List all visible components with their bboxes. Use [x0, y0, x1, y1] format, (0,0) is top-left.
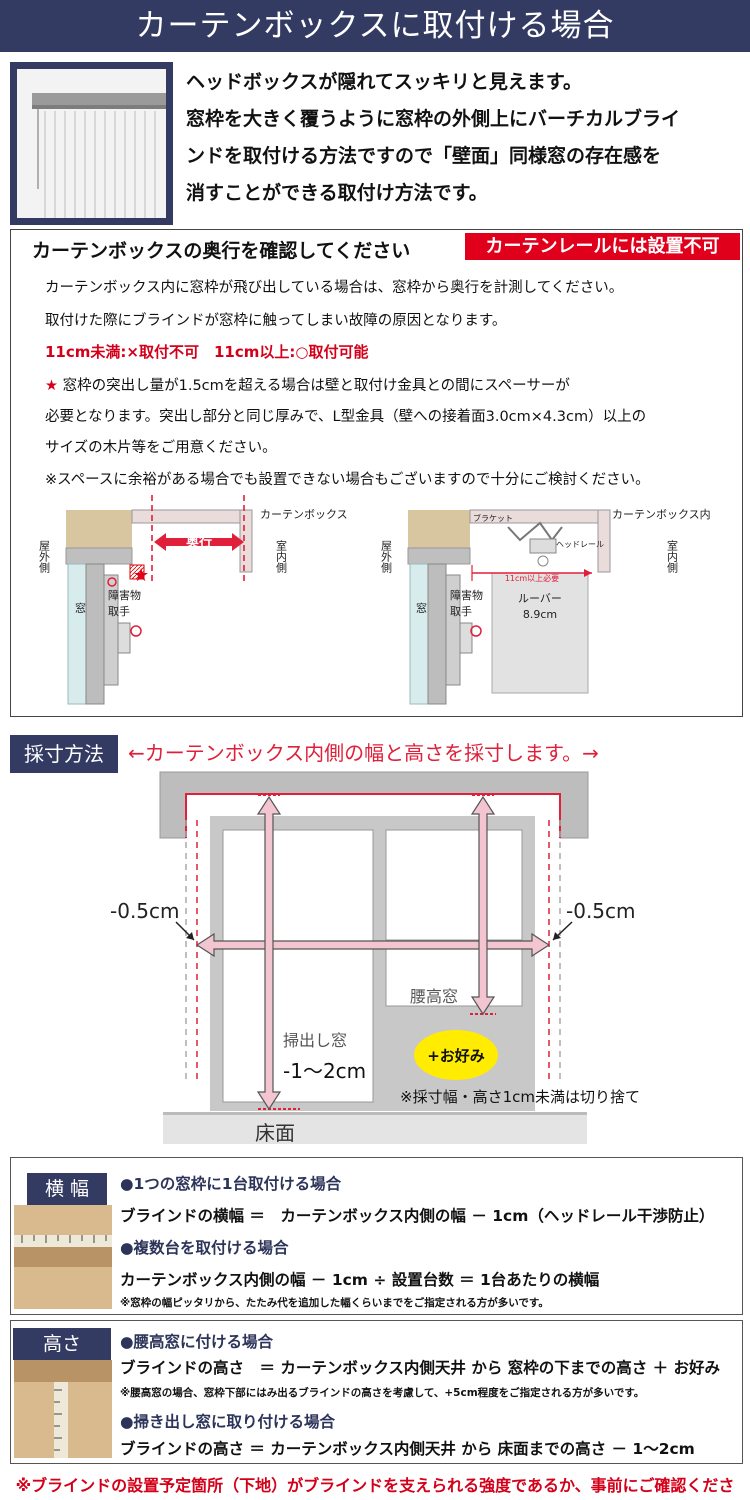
- indoor-label: 室内側: [666, 539, 679, 573]
- check-text: 必要となります。突出し部分と同じ厚みで、L型金具（壁への接着面3.0cm×4.3…: [45, 409, 647, 425]
- page-title: カーテンボックスに取付ける場合: [0, 0, 750, 52]
- height-spec-heading: ●掃き出し窓に取り付ける場合: [120, 1413, 336, 1431]
- star-icon: ★: [45, 378, 58, 394]
- rail-not-allowed-badge: カーテンレールには設置不可: [465, 233, 740, 260]
- handle-label: 取手: [108, 604, 130, 618]
- measure-caption: ←カーテンボックス内側の幅と高さを採寸します。→: [128, 741, 599, 765]
- width-spec-heading: ●複数台を取付ける場合: [120, 1239, 289, 1257]
- tape-measure-icon: [14, 1360, 112, 1458]
- height-spec-tag: 高さ: [13, 1328, 111, 1360]
- offset-left-label: -0.5cm: [110, 899, 180, 923]
- louver-label: ルーバー: [518, 592, 562, 605]
- width-spec-note: ※窓枠の幅ピッタリから、たたみ代を追加した幅くらいまでをご指定される方が多いです…: [120, 1297, 549, 1309]
- check-note: ★ 窓枠の突出し量が1.5cmを超える場合は壁と取付け金具との間にスペーサーが: [45, 374, 570, 395]
- intro-text: ヘッドボックスが隠れてスッキリと見えます。 窓枠を大きく覆うように窓枠の外側上に…: [186, 64, 746, 212]
- installation-warning: ※ブラインドの設置予定箇所（下地）がブラインドを支えられる強度であるか、事前にご…: [15, 1476, 735, 1495]
- outdoor-label: 屋外側: [38, 540, 51, 573]
- warning-burst-icon: [470, 625, 482, 637]
- height-spec-heading: ●腰高窓に付ける場合: [120, 1333, 274, 1351]
- check-text: 取付けた際にブラインドが窓枠に触ってしまい故障の原因となります。: [45, 313, 507, 329]
- obstacle-label: 障害物: [450, 588, 483, 602]
- check-text: サイズの木片等をご用意ください。: [45, 440, 277, 456]
- min-depth-label: 11cm以上必要: [505, 573, 559, 583]
- tape-measure-icon: [14, 1205, 112, 1309]
- curtain-box-inside-label: カーテンボックス内: [612, 507, 711, 521]
- floor-label: 床面: [255, 1121, 295, 1145]
- offset-right-label: -0.5cm: [566, 899, 636, 923]
- obstacle-label: 障害物: [108, 588, 141, 602]
- width-spec-formula: カーテンボックス内側の幅 － 1cm ÷ 設置台数 ＝ 1台あたりの横幅: [120, 1271, 600, 1289]
- height-spec-note: ※腰高窓の場合、窓枠下部にはみ出るブラインドの高さを考慮して、+5cm程度をご指…: [120, 1387, 645, 1399]
- check-text: カーテンボックス内に窓枠が飛び出している場合は、窓枠から奥行を計測してください。: [45, 280, 624, 296]
- sweep-window-label: 掃出し窓: [283, 1031, 347, 1050]
- preference-label: +お好み: [427, 1047, 485, 1065]
- sweep-minus-label: -1～2cm: [283, 1059, 366, 1083]
- preference-bubble: [414, 1030, 498, 1080]
- outdoor-label: 屋外側: [380, 540, 393, 573]
- height-spec-formula: ブラインドの高さ ＝ カーテンボックス内側天井 から 床面までの高さ － 1～2…: [120, 1440, 695, 1458]
- tape-measure-photo-height: [14, 1360, 112, 1458]
- depth-diagram-left: 奥行 カーテンボックス 屋外側 室内側 窓 障害物 取手 ★: [38, 495, 348, 705]
- louver-size: 8.9cm: [523, 608, 557, 621]
- intro-line: ヘッドボックスが隠れてスッキリと見えます。: [186, 71, 582, 93]
- measure-diagram: -0.5cm -0.5cm 腰高窓 掃出し窓 -1～2cm +お好み ※採寸幅・…: [110, 771, 640, 1145]
- note-text: 窓枠の突出し量が1.5cmを超える場合は壁と取付け金具との間にスペーサーが: [58, 378, 570, 394]
- waist-window-label: 腰高窓: [410, 987, 458, 1006]
- star-icon: ★: [133, 565, 149, 586]
- check-text: ※スペースに余裕がある場合でも設置できない場合もございますので十分にご検討くださ…: [45, 472, 650, 488]
- tape-measure-photo-width: [14, 1205, 112, 1309]
- rounding-note: ※採寸幅・高さ1cm未満は切り捨て: [400, 1088, 640, 1106]
- indoor-label: 室内側: [275, 539, 288, 573]
- vertical-blind-illustration: [32, 93, 166, 218]
- intro-line: 消すことができる取付け方法です。: [186, 182, 488, 204]
- handle-label: 取手: [450, 604, 472, 618]
- height-spec-section: [10, 1320, 743, 1464]
- headrail-label: ヘッドレール: [556, 540, 604, 549]
- window-label: 窓: [75, 601, 86, 615]
- height-spec-formula: ブラインドの高さ ＝ カーテンボックス内側天井 から 窓枠の下までの高さ ＋ お…: [120, 1359, 721, 1377]
- width-spec-heading: ●1つの窓枠に1台取付ける場合: [120, 1175, 342, 1193]
- depth-check-section: [10, 229, 743, 717]
- depth-rule: 11cm未満:×取付不可 11cm以上:○取付可能: [45, 343, 369, 361]
- window-label: 窓: [416, 601, 427, 615]
- depth-label: 奥行: [186, 534, 212, 550]
- measure-method-tag: 採寸方法: [10, 735, 118, 773]
- intro-line: 窓枠を大きく覆うように窓枠の外側上にバーチカルブライ: [186, 108, 681, 130]
- width-spec-tag: 横 幅: [27, 1173, 107, 1205]
- width-spec-formula: ブラインドの横幅 ＝ カーテンボックス内側の幅 － 1cm（ヘッドレール干渉防止…: [120, 1207, 715, 1225]
- curtain-box-label: カーテンボックス: [260, 508, 348, 521]
- warning-burst-icon: [107, 577, 117, 587]
- intro-line: ンドを取付ける方法ですので「壁面」同様窓の存在感を: [186, 145, 662, 167]
- depth-check-title: カーテンボックスの奥行を確認してください: [32, 240, 411, 262]
- blind-thumbnail: [10, 62, 173, 225]
- depth-diagram-right: 11cm以上必要 ブラケット ヘッドレール カーテンボックス内 ルーバー 8.9…: [380, 507, 711, 705]
- width-spec-section: [10, 1157, 743, 1315]
- bracket-label: ブラケット: [473, 513, 513, 523]
- warning-burst-icon: [130, 625, 142, 637]
